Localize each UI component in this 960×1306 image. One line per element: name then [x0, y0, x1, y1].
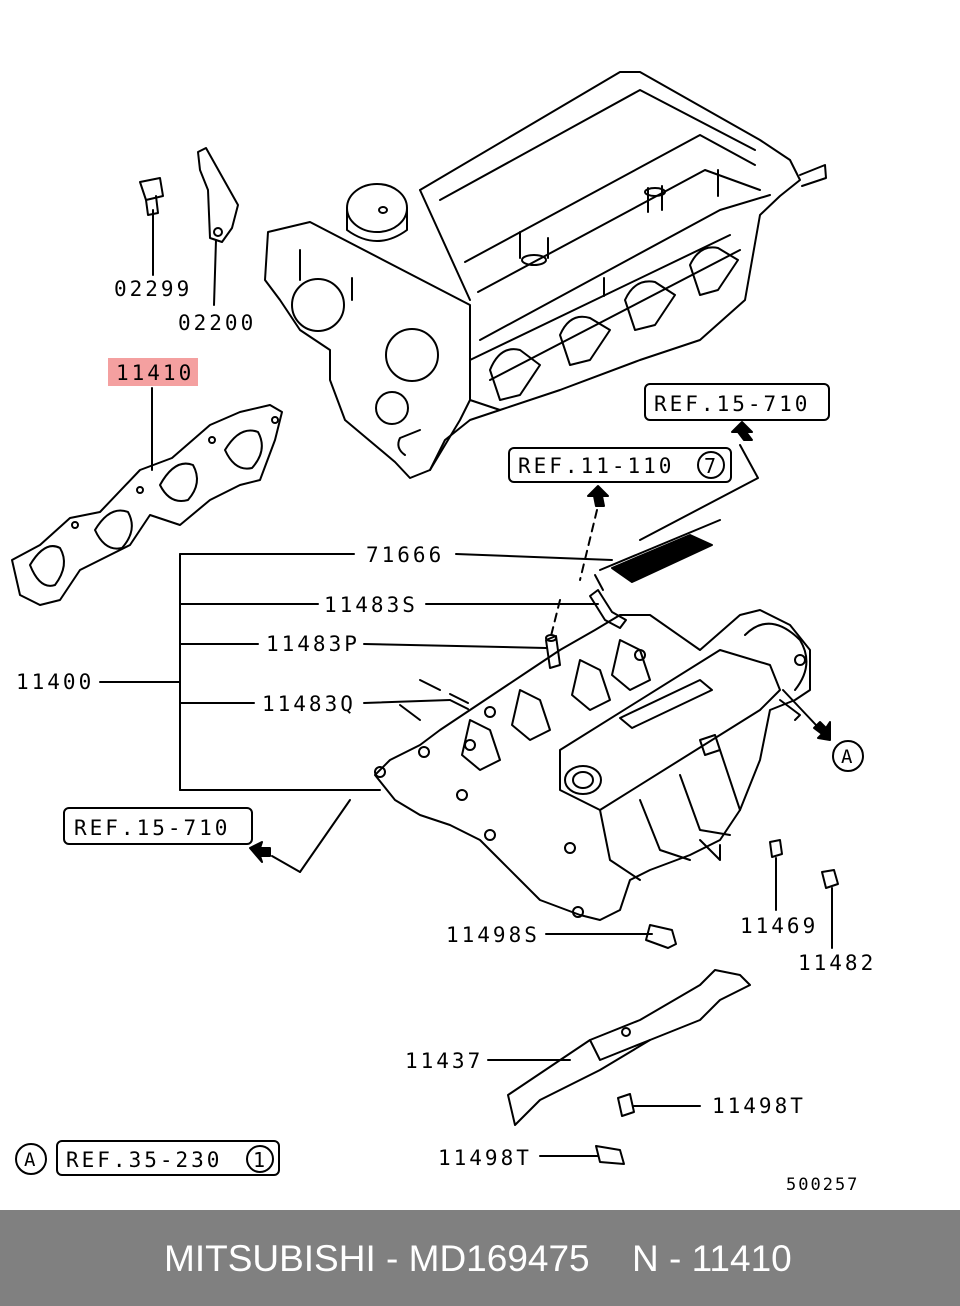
- gasket-71666-drawing: [594, 519, 721, 591]
- label-71666: 71666: [366, 543, 444, 567]
- label-11498T-upper: 11498T: [712, 1094, 806, 1118]
- label-11410: 11410: [116, 361, 194, 385]
- label-11483P: 11483P: [266, 632, 360, 656]
- footer-callout: N - 11410: [632, 1238, 792, 1279]
- label-11498S: 11498S: [446, 923, 540, 947]
- label-11469: 11469: [740, 914, 818, 938]
- label-11437: 11437: [405, 1049, 483, 1073]
- ref-11-110-circle: 7: [704, 454, 716, 478]
- ref-legend-35-230: A REF.35-230 1: [15, 1140, 280, 1176]
- connector-a-text: A: [841, 746, 853, 768]
- label-11483S: 11483S: [324, 593, 418, 617]
- connector-a-legend-text: A: [24, 1149, 36, 1171]
- ref-15-710-top-text: REF.15-710: [654, 392, 810, 416]
- ref-35-230-text: REF.35-230: [66, 1148, 222, 1172]
- label-11483Q: 11483Q: [262, 692, 356, 716]
- footer-brand-part: MITSUBISHI - MD169475: [164, 1238, 590, 1279]
- highlight-box-11410: [108, 358, 198, 386]
- ref-11-110-text: REF.11-110: [518, 454, 674, 478]
- ref-15-710-left-text: REF.15-710: [74, 816, 230, 840]
- intake-manifold-drawing: [374, 609, 811, 921]
- parts-diagram: 02299 02200 11410 71666 11483S 11483P 11…: [11, 71, 876, 1195]
- ref-box-15-710-left: REF.15-710: [63, 807, 253, 845]
- bracket-02200-drawing: [197, 147, 239, 306]
- bolt-02299-drawing: [139, 177, 164, 276]
- label-11482: 11482: [798, 951, 876, 975]
- footer-bar: MITSUBISHI - MD169475 N - 11410: [0, 1210, 960, 1306]
- cylinder-head-drawing: [264, 71, 827, 479]
- label-11400: 11400: [16, 670, 94, 694]
- ref-35-230-circle: 1: [253, 1148, 265, 1172]
- label-11498T-lower: 11498T: [438, 1146, 532, 1170]
- ref-box-11-110: REF.11-110 7: [508, 447, 732, 483]
- gasket-11410-drawing: [11, 387, 283, 606]
- ref-box-15-710-top: REF.15-710: [644, 383, 830, 421]
- label-02299: 02299: [114, 277, 192, 301]
- leader-lines: [99, 444, 817, 873]
- connector-a: A: [832, 740, 864, 772]
- diagram-number: 500257: [786, 1175, 859, 1195]
- small-parts-drawing: [487, 839, 839, 1165]
- reference-arrows: [249, 421, 831, 873]
- label-02200: 02200: [178, 311, 256, 335]
- hoses-11483-drawing: [449, 589, 627, 710]
